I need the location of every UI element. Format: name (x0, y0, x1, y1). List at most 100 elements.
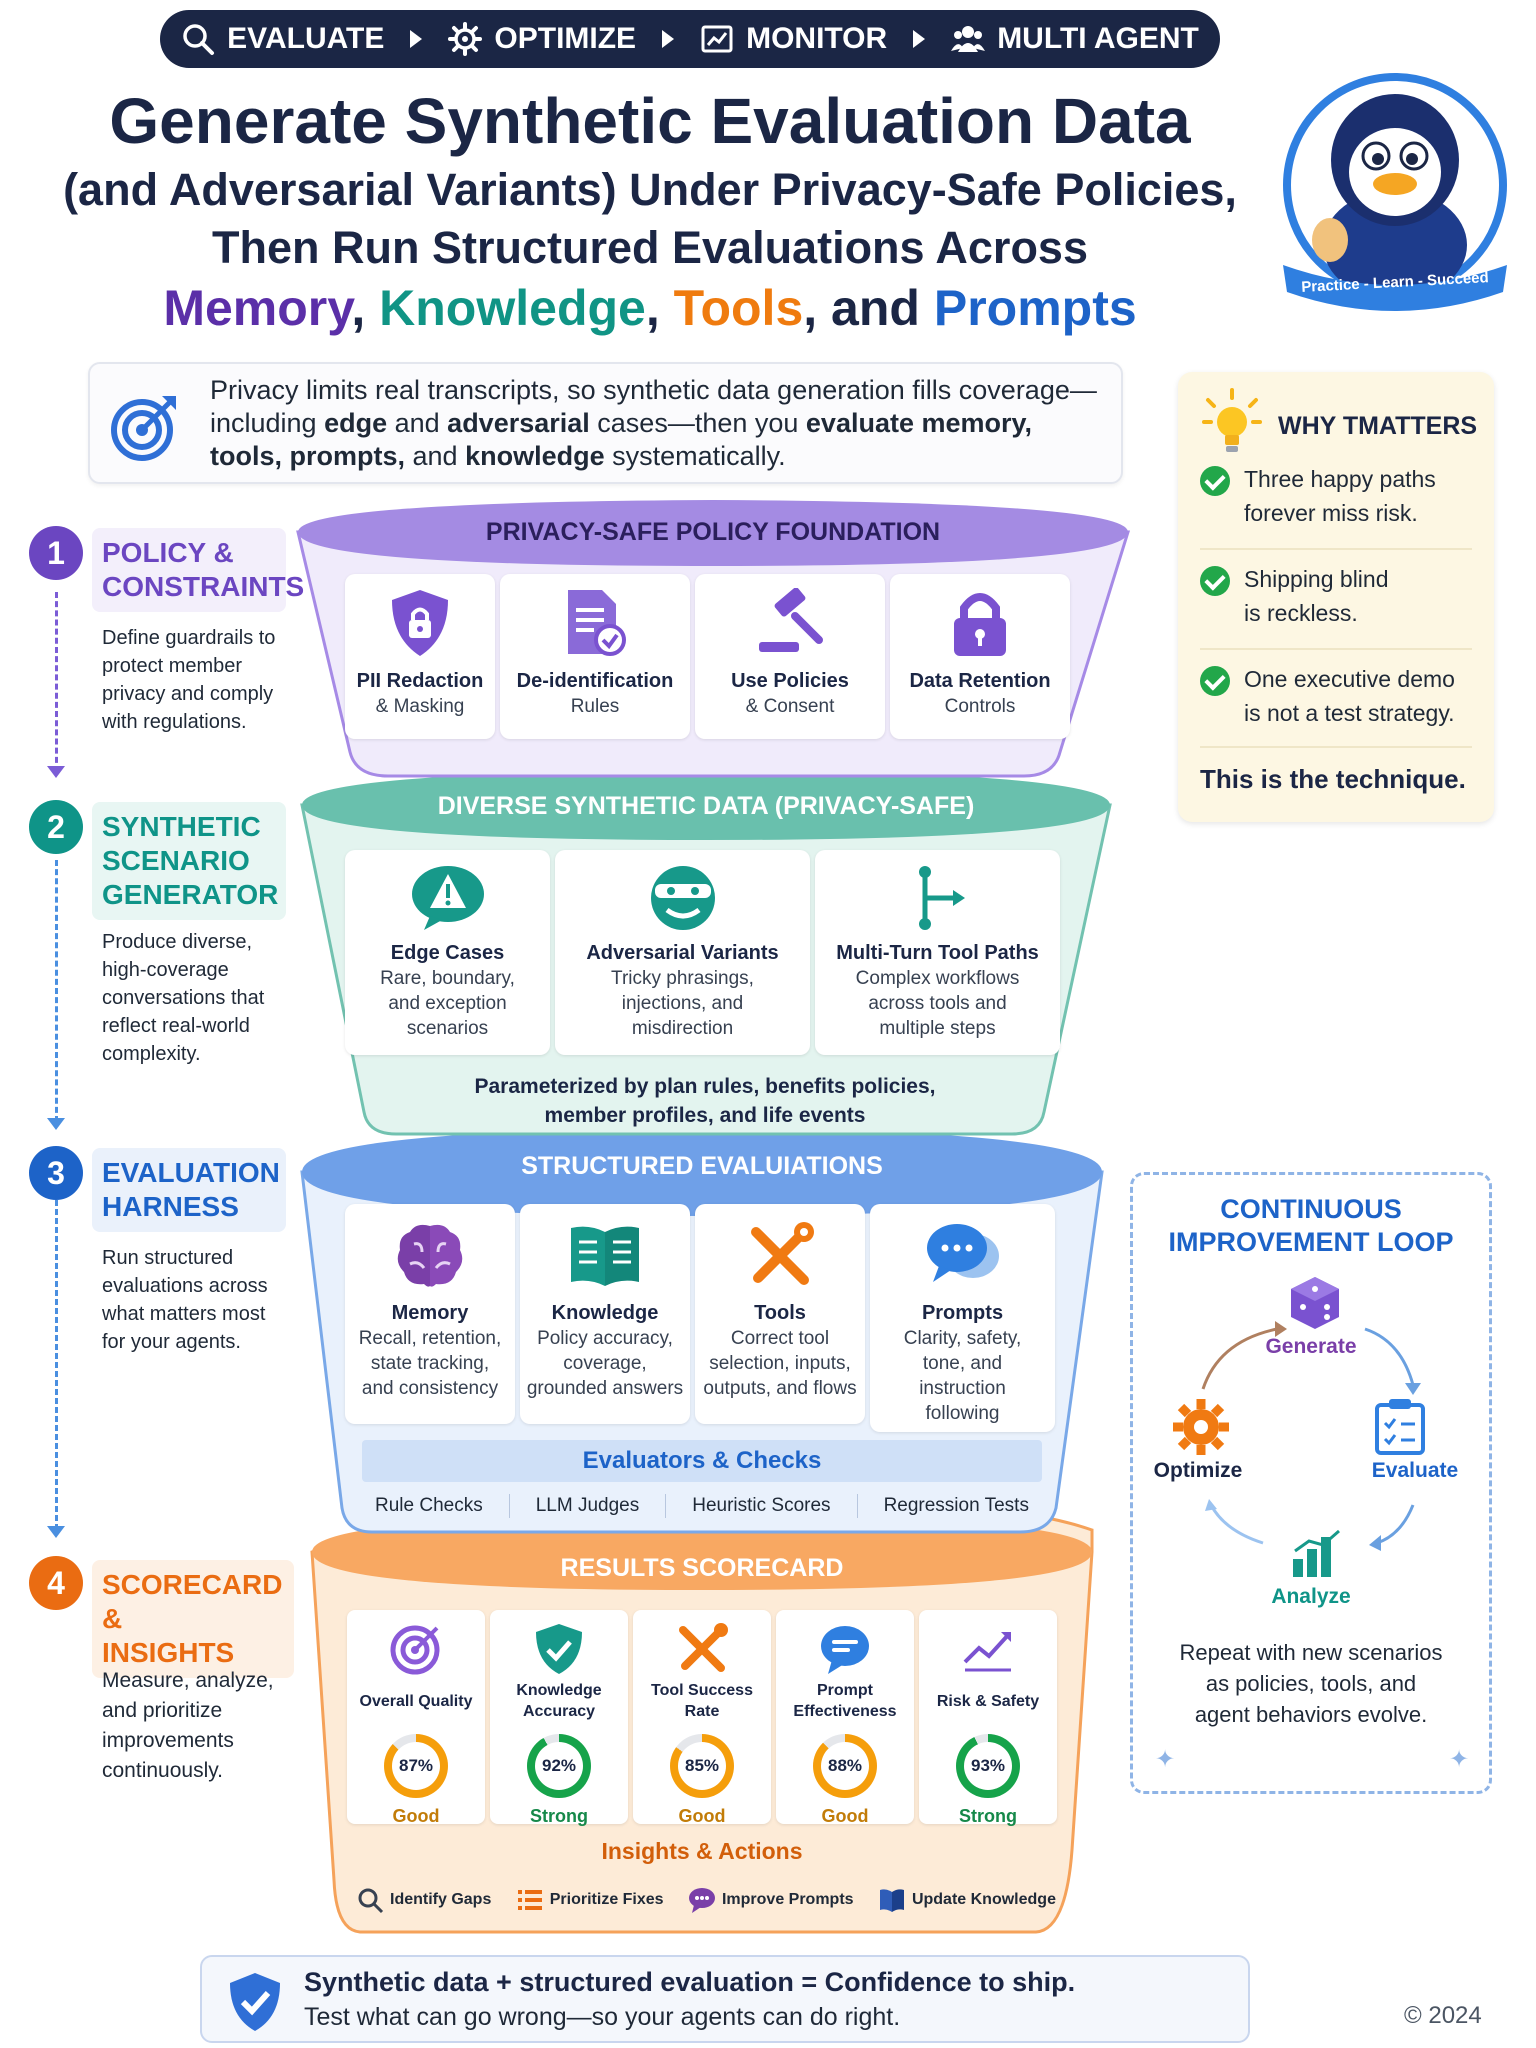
intro-text-segment: and (387, 408, 448, 438)
step-number: 1 (29, 526, 83, 580)
actions-row: Identify Gaps Prioritize Fixes Improve P… (356, 1886, 1056, 1914)
action-improve-prompts[interactable]: Improve Prompts (688, 1886, 854, 1914)
card-desc-line: Tricky phrasings, (611, 968, 754, 989)
score-title: Risk & Safety (919, 1676, 1057, 1726)
card-title: Edge Cases (390, 942, 505, 964)
card-title: Knowledge (551, 1302, 659, 1324)
card-desc: & Masking (375, 696, 465, 717)
card-desc-line: Rare, boundary, (380, 968, 515, 989)
intro-text: Privacy limits real transcripts, so synt… (210, 374, 1110, 473)
score-label: Strong (959, 1806, 1017, 1826)
intro-bold: knowledge (465, 441, 605, 471)
card-desc-line: selection, inputs, (709, 1353, 851, 1374)
action-prioritize-fixes[interactable]: Prioritize Fixes (516, 1886, 664, 1914)
why-item-line: Three happy paths (1244, 466, 1436, 492)
open-book-icon (571, 1226, 639, 1286)
card-title: Memory (391, 1302, 469, 1324)
card-desc: Controls (944, 696, 1016, 717)
step-connector (55, 1200, 58, 1530)
card-desc-line: Correct tool (730, 1328, 830, 1349)
card-title: Multi-Turn Tool Paths (836, 942, 1039, 964)
loop-arrows (1201, 1321, 1421, 1551)
why-item-line: is not a test strategy. (1244, 700, 1455, 726)
target-icon (390, 1625, 440, 1675)
loop-description: Repeat with new scenarios as policies, t… (1133, 1637, 1489, 1730)
shield-check-icon (536, 1624, 582, 1674)
step-desc-line: for your agents. (102, 1331, 241, 1353)
nav-item-multi-agent[interactable]: MULTI AGENT (951, 22, 1199, 56)
step-desc-line: Produce diverse, (102, 931, 253, 953)
intro-bold: tools, prompts, (210, 441, 405, 471)
clipboard-check-icon (1375, 1399, 1425, 1455)
divider (1200, 548, 1472, 550)
nav-item-monitor[interactable]: MONITOR (700, 22, 887, 56)
nav-item-optimize[interactable]: OPTIMIZE (448, 22, 636, 56)
sparkle-icon: ✦ (1449, 1746, 1470, 1773)
gavel-icon (759, 588, 823, 652)
why-title: WHY TMATTERS (1278, 412, 1478, 440)
action-update-knowledge[interactable]: Update Knowledge (878, 1886, 1056, 1914)
intro-text-segment: and (405, 441, 466, 471)
divider (856, 1494, 858, 1518)
trend-chart-icon (963, 1632, 1011, 1672)
top-nav: EVALUATE OPTIMIZE MONITOR MULTI AGENT (160, 10, 1220, 68)
card-knowledge: Knowledge Policy accuracy, coverage, gro… (520, 1204, 690, 1424)
score-card: Risk & Safety 93% Strong (919, 1610, 1057, 1826)
chat-icon (821, 1626, 869, 1674)
card-desc-line: Recall, retention, (358, 1328, 502, 1349)
step-desc-line: conversations that (102, 987, 265, 1009)
step-desc-line: Measure, analyze, (102, 1669, 274, 1692)
nav-label: OPTIMIZE (494, 22, 637, 55)
card-title: Use Policies (731, 670, 849, 692)
nav-arrow-icon (913, 30, 926, 48)
document-check-icon (568, 590, 626, 656)
page-title-line3: Then Run Structured Evaluations Across (212, 222, 1088, 273)
loop-title-line: IMPROVEMENT LOOP (1168, 1227, 1454, 1257)
arrow-down-icon (47, 1526, 65, 1538)
score-title-line: Knowledge (516, 1682, 602, 1699)
score-label: Good (392, 1806, 440, 1826)
book-icon (879, 1889, 904, 1912)
card-desc-line: tone, and (922, 1353, 1003, 1374)
title-separator: , (645, 280, 674, 336)
nav-item-evaluate[interactable]: EVALUATE (181, 22, 384, 56)
step-connector (55, 860, 58, 1122)
card-desc-line: Complex workflows (855, 968, 1020, 989)
bottom-banner: Synthetic data + structured evaluation =… (200, 1955, 1250, 2043)
loop-desc-line: agent behaviors evolve. (1194, 1702, 1428, 1727)
score-title-line: Prompt (817, 1682, 873, 1699)
action-identify-gaps[interactable]: Identify Gaps (356, 1886, 491, 1914)
insights-title: Insights & Actions (601, 1838, 803, 1864)
score-title-line: Risk & Safety (936, 1692, 1040, 1710)
score-value: 92% (535, 1742, 583, 1790)
score-ring: 85% (670, 1734, 734, 1798)
masked-face-icon (650, 866, 715, 930)
score-card: Overall Quality 87% Good (347, 1610, 485, 1826)
step-desc-line: continuously. (102, 1759, 224, 1782)
step-number: 4 (29, 1556, 83, 1610)
card-title: Adversarial Variants (586, 942, 779, 964)
card-desc-line: following (925, 1403, 1000, 1424)
evaluators-band: Evaluators & Checks (362, 1440, 1042, 1482)
check-icon (1200, 466, 1230, 496)
step-desc-line: high-coverage (102, 959, 229, 981)
dice-cube-icon (1291, 1277, 1339, 1329)
step-desc-line: protect member (102, 655, 243, 677)
score-value: 88% (821, 1742, 869, 1790)
card-pii-redaction: PII Redaction & Masking (345, 574, 495, 739)
action-label: Update Knowledge (911, 1891, 1056, 1908)
padlock-icon (954, 593, 1006, 656)
layer-title: PRIVACY-SAFE POLICY FOUNDATION (485, 518, 941, 546)
step-title-line: GENERATOR (102, 879, 279, 910)
title-word-tools: Tools (673, 280, 804, 336)
checks-row: Rule Checks LLM Judges Heuristic Scores … (362, 1490, 1042, 1522)
card-title: Prompts (921, 1302, 1004, 1324)
score-value: 85% (678, 1742, 726, 1790)
step-desc-line: improvements (102, 1729, 234, 1752)
